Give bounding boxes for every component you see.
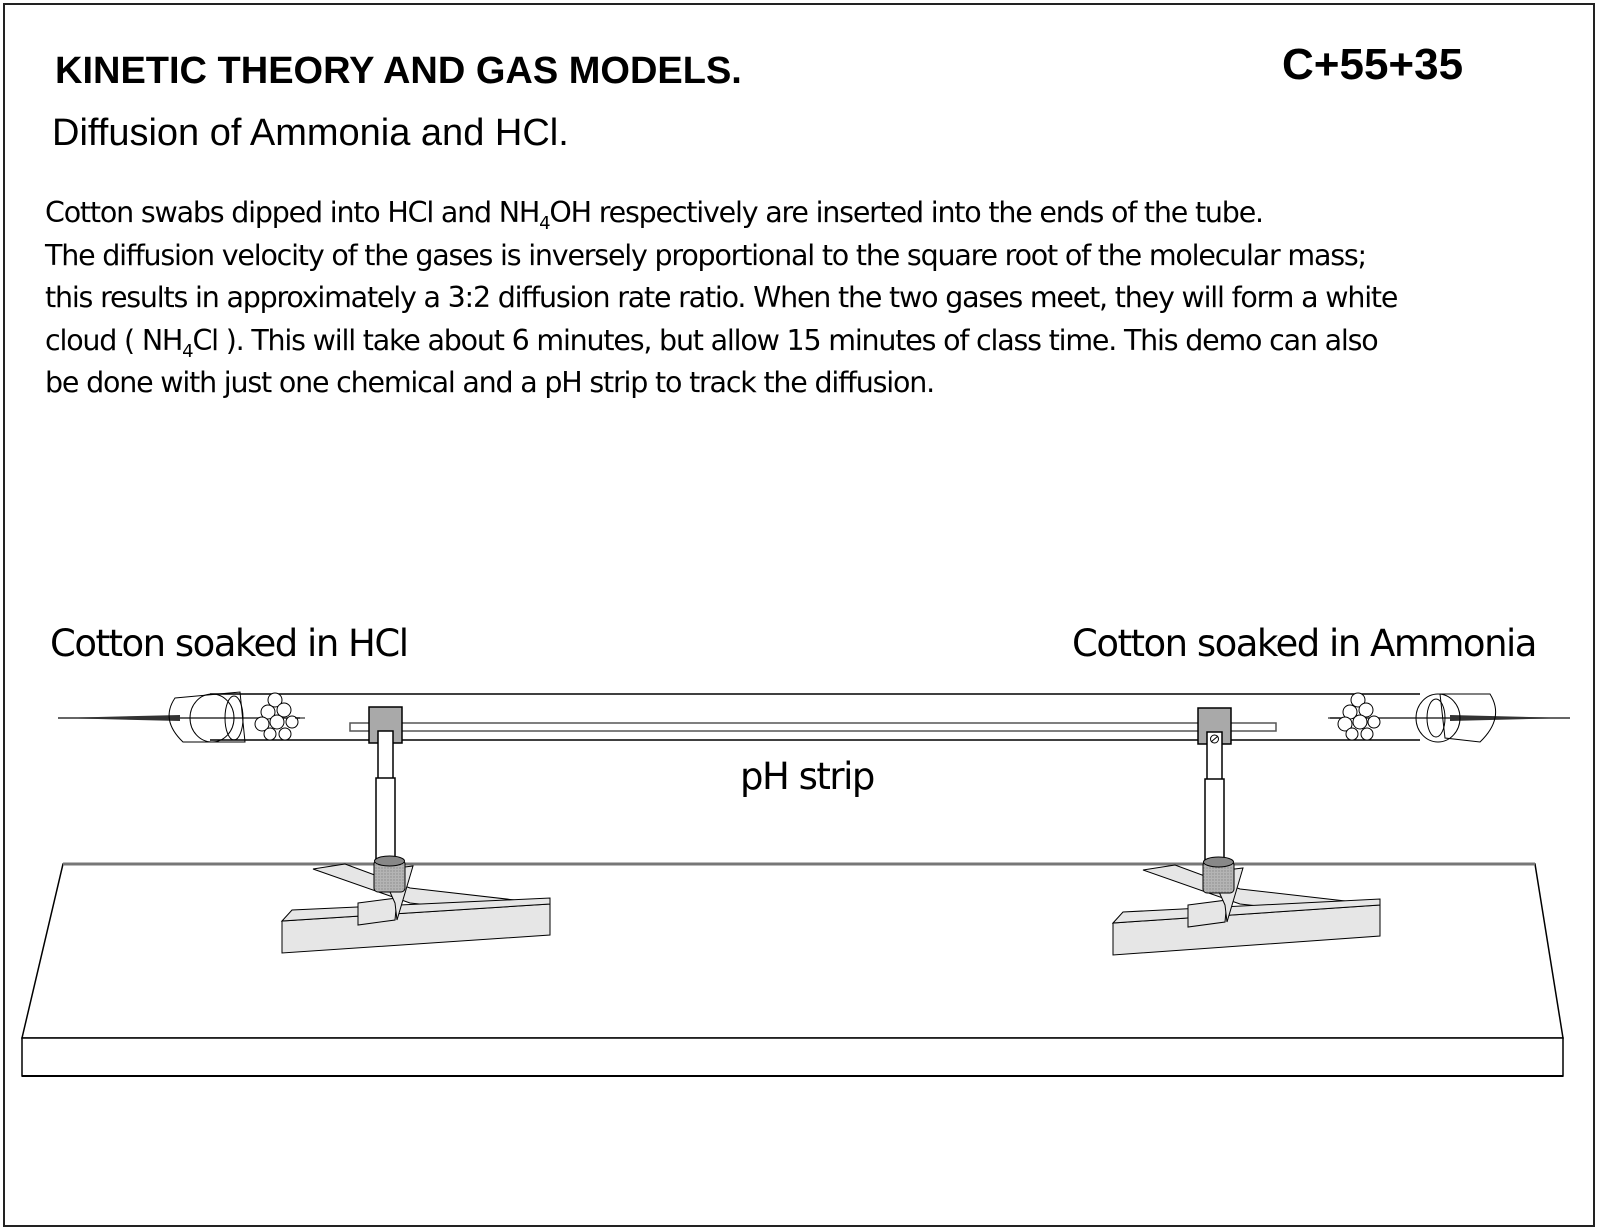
left-ring-stand (280, 706, 551, 954)
page-subtitle: Diffusion of Ammonia and HCl. (52, 112, 569, 154)
page-border (3, 3, 1595, 1227)
demo-code: C+55+35 (1282, 40, 1464, 89)
description-line: Cotton swabs dipped into HCl and NH4OH r… (45, 196, 1264, 234)
label-ammonia-cotton: Cotton soaked in Ammonia (1072, 622, 1537, 665)
ph-strip (349, 722, 1277, 732)
description-line: this results in approximately a 3:2 diff… (45, 281, 1398, 314)
label-hcl-cotton: Cotton soaked in HCl (50, 622, 409, 665)
table (21, 862, 1564, 1077)
description-line: be done with just one chemical and a pH … (45, 366, 935, 399)
description-line: The diffusion velocity of the gases is i… (45, 238, 1367, 272)
page-title: KINETIC THEORY AND GAS MODELS. (55, 50, 742, 92)
right-ring-stand (1111, 707, 1381, 956)
description-line: cloud ( NH4Cl ). This will take about 6 … (45, 323, 1379, 362)
right-cotton-icon (1328, 692, 1381, 741)
label-ph-strip: pH strip (740, 755, 875, 798)
left-cotton-icon (254, 692, 305, 741)
description-text: Cotton swabs dipped into HCl and NH4OH r… (45, 192, 1585, 405)
